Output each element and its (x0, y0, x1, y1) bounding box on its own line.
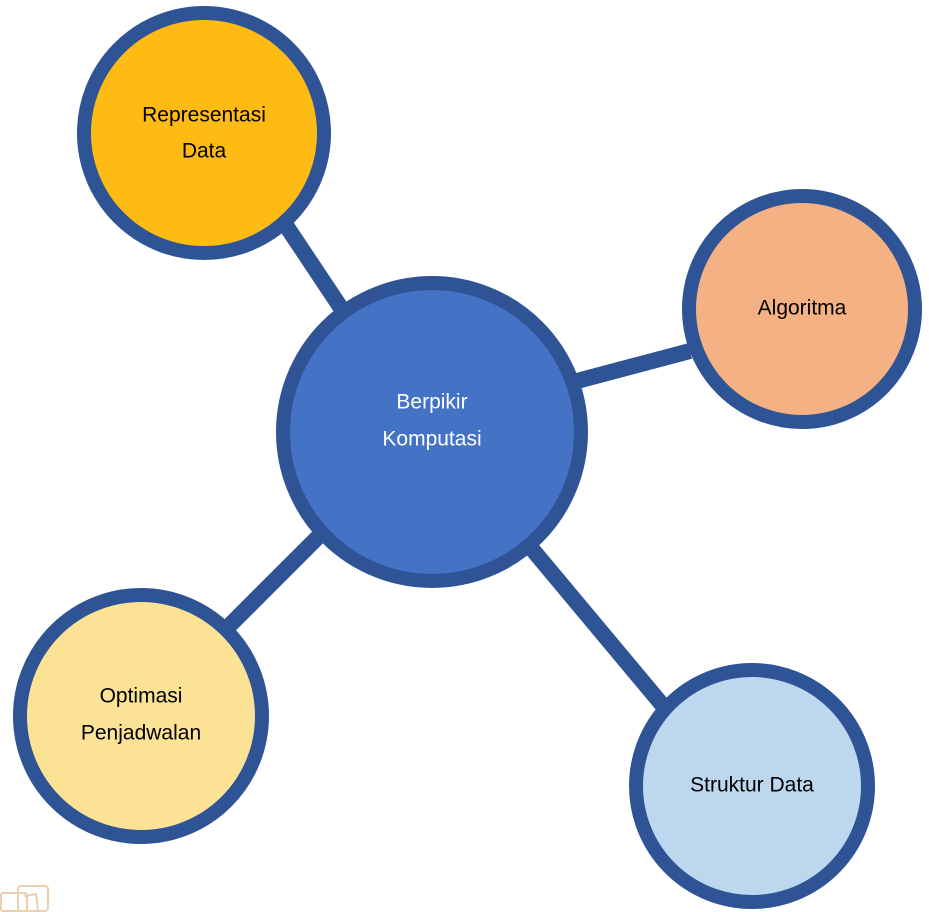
node-representasi-data-label-line-2: Data (182, 140, 227, 163)
connector-struktur-data (525, 543, 671, 713)
connector-algoritma (574, 343, 693, 389)
node-struktur-data-circle (629, 663, 875, 909)
node-representasi-data: Representasi Data (77, 6, 331, 260)
center-node-label-line-1: Berpikir (396, 391, 467, 414)
node-struktur-data: Struktur Data (629, 663, 875, 909)
node-struktur-data-label: Struktur Data (690, 774, 814, 797)
connector-representasi-data (280, 222, 348, 313)
node-algoritma-circle (682, 189, 922, 429)
node-optimasi-penjadwalan-label-line-2: Penjadwalan (81, 722, 201, 745)
node-algoritma: Algoritma (682, 189, 922, 429)
center-node: Berpikir Komputasi (276, 276, 588, 588)
center-node-circle (276, 276, 588, 588)
connector-optimasi-penjadwalan (216, 531, 324, 639)
node-optimasi-penjadwalan-label-line-1: Optimasi (100, 685, 183, 708)
center-node-label-line-2: Komputasi (382, 428, 481, 451)
node-optimasi-penjadwalan: Optimasi Penjadwalan (13, 588, 269, 844)
corner-watermark-icon (0, 885, 49, 912)
node-representasi-data-circle (77, 6, 331, 260)
node-representasi-data-label-line-1: Representasi (142, 104, 266, 127)
node-optimasi-penjadwalan-circle (13, 588, 269, 844)
node-algoritma-label: Algoritma (758, 297, 847, 320)
